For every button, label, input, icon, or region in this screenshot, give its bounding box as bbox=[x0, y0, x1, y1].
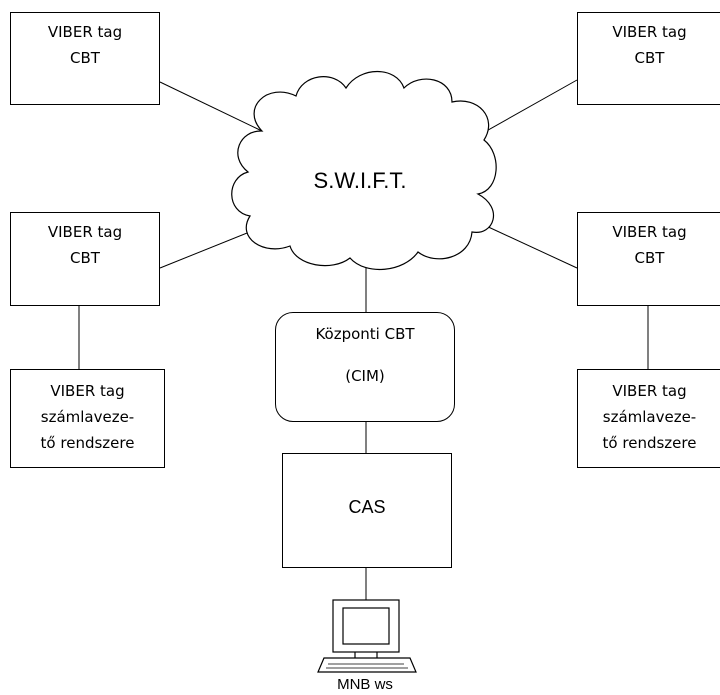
node-line2: CBT bbox=[70, 49, 100, 67]
node-line2: CBT bbox=[634, 49, 665, 67]
node-line1: VIBER tag bbox=[50, 382, 125, 400]
swift-label: S.W.I.F.T. bbox=[313, 168, 407, 193]
viber-member-accounting-system-right: VIBER tag számlaveze- tő rendszere bbox=[577, 369, 720, 468]
node-line2: CBT bbox=[70, 249, 100, 267]
viber-member-cbt-mid-right: VIBER tag CBT bbox=[577, 212, 720, 306]
viber-member-cbt-top-right: VIBER tag CBT bbox=[577, 12, 720, 105]
node-line2: számlaveze- bbox=[40, 408, 135, 426]
node-line1: VIBER tag bbox=[47, 23, 123, 41]
node-line3: tő rendszere bbox=[602, 434, 697, 452]
node-line1: VIBER tag bbox=[612, 223, 687, 241]
node-line1: VIBER tag bbox=[47, 223, 123, 241]
line-mr-swift bbox=[483, 224, 578, 269]
cas-box bbox=[282, 453, 452, 568]
node-line1: Központi CBT bbox=[315, 325, 415, 343]
node-line2: CBT bbox=[634, 249, 665, 267]
cas-label: CAS bbox=[348, 497, 386, 517]
node-line1: VIBER tag bbox=[612, 23, 687, 41]
central-cbt-cim: Központi CBT (CIM) bbox=[275, 312, 455, 422]
node-line2: (CIM) bbox=[345, 367, 385, 385]
node-line2: számlaveze- bbox=[602, 408, 697, 426]
swift-cloud bbox=[231, 70, 497, 271]
viber-member-accounting-system-left: VIBER tag számlaveze- tő rendszere bbox=[10, 369, 165, 468]
line-ml-swift bbox=[159, 226, 263, 269]
line-tr-swift bbox=[473, 79, 578, 139]
viber-member-cbt-top-left: VIBER tag CBT bbox=[10, 12, 160, 105]
line-tl-swift bbox=[159, 81, 263, 132]
viber-member-cbt-mid-left: VIBER tag CBT bbox=[10, 212, 160, 306]
node-line3: tő rendszere bbox=[40, 434, 135, 452]
workstation-label: MNB ws bbox=[337, 676, 393, 693]
node-line1: VIBER tag bbox=[612, 382, 687, 400]
workstation-icon bbox=[317, 599, 417, 673]
